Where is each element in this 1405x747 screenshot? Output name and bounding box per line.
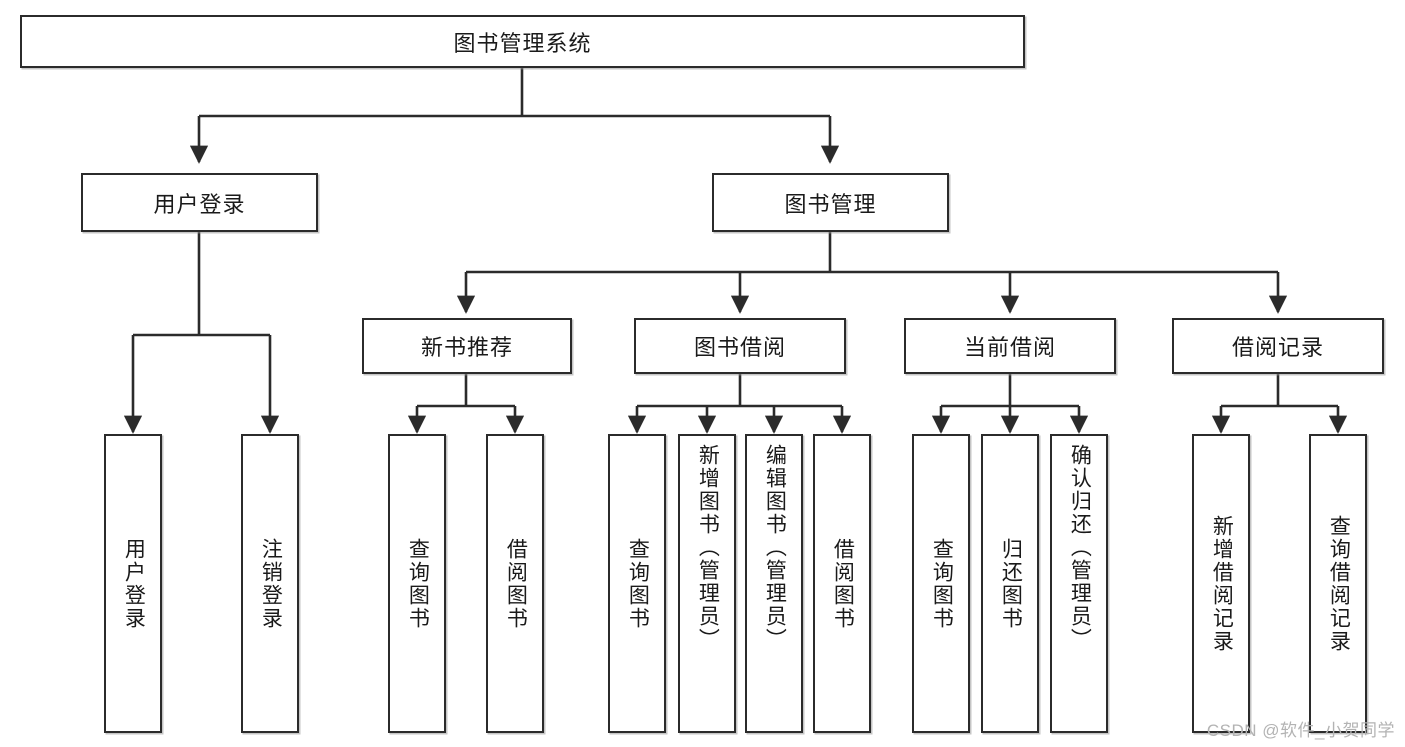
- node-leaf-confirm-return-admin-label: 确认归还（管理员）: [1068, 444, 1092, 651]
- node-leaf-query-borrow-record[interactable]: 查询借阅记录: [1309, 434, 1367, 733]
- node-book-management[interactable]: 图书管理: [712, 173, 949, 232]
- node-book-management-label: 图书管理: [784, 191, 877, 217]
- node-leaf-return-book-label: 归还图书: [999, 537, 1023, 630]
- node-leaf-return-book[interactable]: 归还图书: [981, 434, 1039, 733]
- node-leaf-borrow-book-recommend-label: 借阅图书: [504, 537, 528, 630]
- node-leaf-query-book-current-label: 查询图书: [930, 537, 954, 630]
- node-book-borrow[interactable]: 图书借阅: [634, 318, 846, 374]
- node-leaf-borrow-book-label: 借阅图书: [831, 537, 855, 630]
- node-current-borrow[interactable]: 当前借阅: [904, 318, 1116, 374]
- node-new-book-recommend[interactable]: 新书推荐: [362, 318, 572, 374]
- node-user-login-label: 用户登录: [153, 191, 246, 217]
- node-borrow-records-label: 借阅记录: [1231, 335, 1324, 360]
- node-new-book-recommend-label: 新书推荐: [420, 335, 513, 360]
- node-leaf-add-book-admin[interactable]: 新增图书（管理员）: [678, 434, 736, 733]
- node-root-system[interactable]: 图书管理系统: [20, 15, 1025, 68]
- node-leaf-borrow-book-recommend[interactable]: 借阅图书: [486, 434, 544, 733]
- node-leaf-user-login[interactable]: 用户登录: [104, 434, 162, 733]
- node-leaf-query-book-recommend[interactable]: 查询图书: [388, 434, 446, 733]
- node-leaf-query-borrow-record-label: 查询借阅记录: [1327, 514, 1351, 653]
- node-leaf-edit-book-admin-label: 编辑图书（管理员）: [763, 444, 787, 651]
- node-leaf-add-book-admin-label: 新增图书（管理员）: [696, 444, 720, 651]
- node-user-login[interactable]: 用户登录: [81, 173, 318, 232]
- node-leaf-user-login-label: 用户登录: [122, 537, 146, 630]
- node-leaf-edit-book-admin[interactable]: 编辑图书（管理员）: [745, 434, 803, 733]
- node-current-borrow-label: 当前借阅: [963, 335, 1056, 360]
- node-leaf-logout[interactable]: 注销登录: [241, 434, 299, 733]
- node-leaf-borrow-book[interactable]: 借阅图书: [813, 434, 871, 733]
- node-leaf-query-book-current[interactable]: 查询图书: [912, 434, 970, 733]
- node-leaf-add-borrow-record[interactable]: 新增借阅记录: [1192, 434, 1250, 733]
- node-leaf-query-book-borrow-label: 查询图书: [626, 537, 650, 630]
- node-borrow-records[interactable]: 借阅记录: [1172, 318, 1384, 374]
- csdn-watermark: CSDN @软件_小贺同学: [1206, 721, 1395, 740]
- node-leaf-query-book-borrow[interactable]: 查询图书: [608, 434, 666, 733]
- node-leaf-logout-label: 注销登录: [259, 537, 283, 630]
- node-root-system-label: 图书管理系统: [453, 30, 592, 56]
- node-leaf-query-book-recommend-label: 查询图书: [406, 537, 430, 630]
- node-leaf-confirm-return-admin[interactable]: 确认归还（管理员）: [1050, 434, 1108, 733]
- node-leaf-add-borrow-record-label: 新增借阅记录: [1210, 514, 1234, 653]
- node-book-borrow-label: 图书借阅: [693, 335, 786, 360]
